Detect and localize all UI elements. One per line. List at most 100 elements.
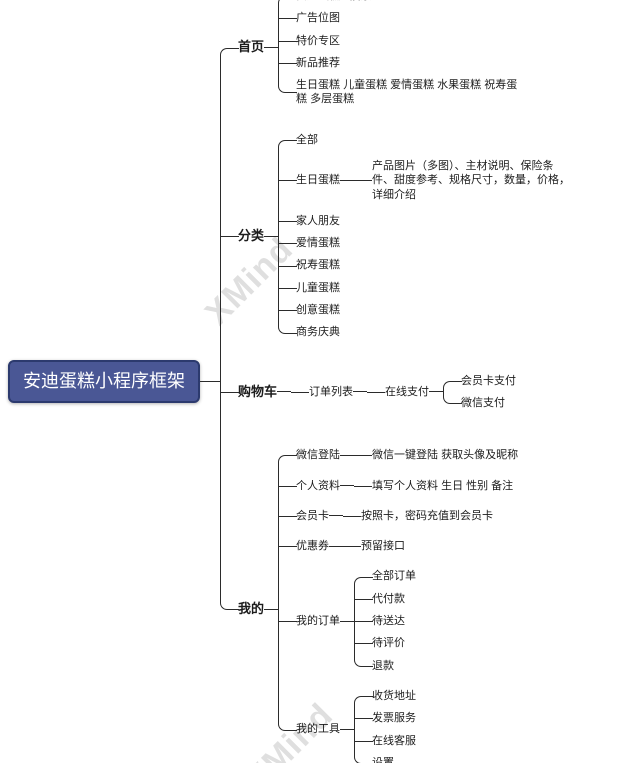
connector-line (264, 235, 279, 237)
connector-line (277, 391, 292, 393)
topic-my-tools[interactable]: 我的工具 (296, 723, 341, 736)
topic-online-payment[interactable]: 在线支付 (385, 385, 430, 398)
connector-line (340, 179, 355, 181)
topic-business-event[interactable]: 商务庆典 (296, 326, 341, 339)
branch-creative-cake: 创意蛋糕 (278, 299, 572, 322)
topic-category[interactable]: 分类 (238, 227, 265, 243)
branch-member-card-detail: 按照卡，密码充值到会员卡 (343, 505, 493, 527)
branch-profile: 个人资料 填写个人资料 生日 性别 备注 (278, 470, 518, 502)
branch-ad-banner: 广告位图 (278, 7, 518, 30)
branch-pending-review: 待评价 (354, 632, 416, 655)
topic-login-detail[interactable]: 微信一键登陆 获取头像及昵称 (372, 449, 519, 462)
branch-cart: 购物车 订单列表 在线支付 会员卡支付 (220, 352, 572, 432)
topic-online-support[interactable]: 在线客服 (372, 734, 417, 747)
topic-product-detail[interactable]: 产品图片（多图）、主材说明、保险条件、甜度参考、规格尺寸，数量，价格，详细介绍 (372, 159, 571, 201)
branch-home: 首页 安迪蛋糕 +搜索 广告位图 特价专区 新品推荐 (220, 0, 572, 120)
branch-invoice-service: 发票服务 (354, 707, 417, 730)
topic-longevity-cake[interactable]: 祝寿蛋糕 (296, 259, 341, 272)
branch-shipping-address: 收货地址 (354, 685, 417, 708)
category-children: 全部 生日蛋糕 产品图片（多图）、主材说明、保险条件、甜度参考、规格尺寸，数量，… (278, 129, 572, 344)
branch-my-tools: 我的工具 收货地址 发票服务 在线客服 (278, 680, 518, 763)
topic-order-list[interactable]: 订单列表 (309, 385, 354, 398)
branch-children-cake: 儿童蛋糕 (278, 276, 572, 300)
mine-children: 微信登陆 微信一键登陆 获取头像及昵称 个人资料 (278, 440, 518, 763)
branch-all: 全部 (278, 129, 572, 152)
branch-pending-payment: 代付款 (354, 587, 416, 611)
connector-line (264, 608, 279, 610)
root-connector-line (200, 381, 220, 382)
topic-special-offer[interactable]: 特价专区 (296, 34, 341, 47)
topic-profile-detail[interactable]: 填写个人资料 生日 性别 备注 (372, 479, 514, 492)
branch-login-detail: 微信一键登陆 获取头像及昵称 (354, 444, 518, 466)
topic-member-card-detail[interactable]: 按照卡，密码充值到会员卡 (361, 509, 494, 522)
home-children: 安迪蛋糕 +搜索 广告位图 特价专区 新品推荐 生日蛋糕 儿童蛋糕 爱情蛋糕 水… (278, 0, 518, 111)
branch-longevity-cake: 祝寿蛋糕 (278, 254, 572, 278)
topic-coupon[interactable]: 优惠券 (296, 540, 330, 553)
topic-pending-delivery[interactable]: 待送达 (372, 615, 406, 628)
topic-refund[interactable]: 退款 (372, 659, 395, 672)
topic-profile[interactable]: 个人资料 (296, 479, 341, 492)
topic-home[interactable]: 首页 (238, 39, 265, 55)
cart-children: 订单列表 在线支付 会员卡支付 (291, 362, 516, 423)
topic-creative-cake[interactable]: 创意蛋糕 (296, 304, 341, 317)
topic-family-friends[interactable]: 家人朋友 (296, 214, 341, 227)
connector-line (329, 515, 344, 517)
topic-all-orders[interactable]: 全部订单 (372, 570, 417, 583)
profile-children: 填写个人资料 生日 性别 备注 (354, 475, 513, 497)
branch-all-orders: 全部订单 (354, 565, 417, 589)
topic-birthday-cake[interactable]: 生日蛋糕 (296, 174, 341, 187)
topic-search[interactable]: 安迪蛋糕 +搜索 (296, 0, 371, 3)
topic-member-card[interactable]: 会员卡 (296, 509, 330, 522)
topic-new-products[interactable]: 新品推荐 (296, 56, 341, 69)
main-branches: 首页 安迪蛋糕 +搜索 广告位图 特价专区 新品推荐 (220, 0, 572, 763)
branch-settings: 设置 (354, 751, 416, 763)
branch-refund: 退款 (354, 654, 416, 677)
connector-line (429, 391, 444, 393)
birthday-cake-children: 产品图片（多图）、主材说明、保险条件、甜度参考、规格尺寸，数量，价格，详细介绍 (354, 155, 572, 206)
branch-category: 分类 全部 生日蛋糕 产品图片（多图）、主材说明、保险条件、甜度参考、规格尺寸，… (220, 119, 572, 353)
topic-settings[interactable]: 设置 (372, 756, 395, 763)
branch-new-products: 新品推荐 (278, 51, 518, 75)
branch-product-detail: 产品图片（多图）、主材说明、保险条件、甜度参考、规格尺寸，数量，价格，详细介绍 (354, 155, 572, 206)
branch-online-support: 在线客服 (354, 729, 417, 753)
topic-mine[interactable]: 我的 (238, 600, 265, 616)
connector-line (264, 47, 279, 49)
branch-profile-detail: 填写个人资料 生日 性别 备注 (354, 475, 513, 497)
topic-pending-payment[interactable]: 代付款 (372, 592, 406, 605)
coupon-children: 预留接口 (343, 535, 405, 557)
branch-wechat-login: 微信登陆 微信一键登陆 获取头像及昵称 (278, 440, 518, 471)
topic-love-cake[interactable]: 爱情蛋糕 (296, 237, 341, 250)
order-list-children: 在线支付 会员卡支付 微信支付 (367, 366, 516, 419)
topic-ad-banner[interactable]: 广告位图 (296, 12, 341, 25)
mindmap: 安迪蛋糕小程序框架 首页 安迪蛋糕 +搜索 广告位图 特价专区 (8, 0, 572, 763)
connector-line (340, 485, 355, 487)
connector-line (340, 729, 355, 731)
topic-wechat-pay[interactable]: 微信支付 (461, 396, 506, 409)
branch-coupon: 优惠券 预留接口 (278, 531, 518, 562)
topic-all[interactable]: 全部 (296, 133, 319, 146)
topic-invoice-service[interactable]: 发票服务 (372, 712, 417, 725)
branch-coupon-detail: 预留接口 (343, 535, 405, 557)
branch-family-friends: 家人朋友 (278, 209, 572, 233)
my-tools-children: 收货地址 发票服务 在线客服 设置 (354, 685, 416, 763)
branch-wechat-pay: 微信支付 (443, 391, 516, 414)
branch-member-card: 会员卡 按照卡，密码充值到会员卡 (278, 500, 518, 532)
branch-love-cake: 爱情蛋糕 (278, 232, 572, 255)
topic-shipping-address[interactable]: 收货地址 (372, 689, 417, 702)
topic-wechat-login[interactable]: 微信登陆 (296, 449, 341, 462)
branch-search: 安迪蛋糕 +搜索 (278, 0, 518, 8)
connector-line (329, 545, 344, 547)
member-card-children: 按照卡，密码充值到会员卡 (343, 505, 493, 527)
branch-my-orders: 我的订单 全部订单 代付款 待送达 (278, 561, 518, 682)
topic-pending-review[interactable]: 待评价 (372, 637, 406, 650)
topic-cake-types[interactable]: 生日蛋糕 儿童蛋糕 爱情蛋糕 水果蛋糕 祝寿蛋糕 多层蛋糕 (296, 79, 518, 106)
branch-special-offer: 特价专区 (278, 29, 518, 53)
topic-cart[interactable]: 购物车 (238, 383, 278, 399)
topic-member-card-pay[interactable]: 会员卡支付 (461, 374, 517, 387)
topic-coupon-detail[interactable]: 预留接口 (361, 540, 406, 553)
root-topic[interactable]: 安迪蛋糕小程序框架 (8, 359, 200, 404)
topic-my-orders[interactable]: 我的订单 (296, 615, 341, 628)
topic-children-cake[interactable]: 儿童蛋糕 (296, 281, 341, 294)
wechat-login-children: 微信一键登陆 获取头像及昵称 (354, 444, 518, 466)
